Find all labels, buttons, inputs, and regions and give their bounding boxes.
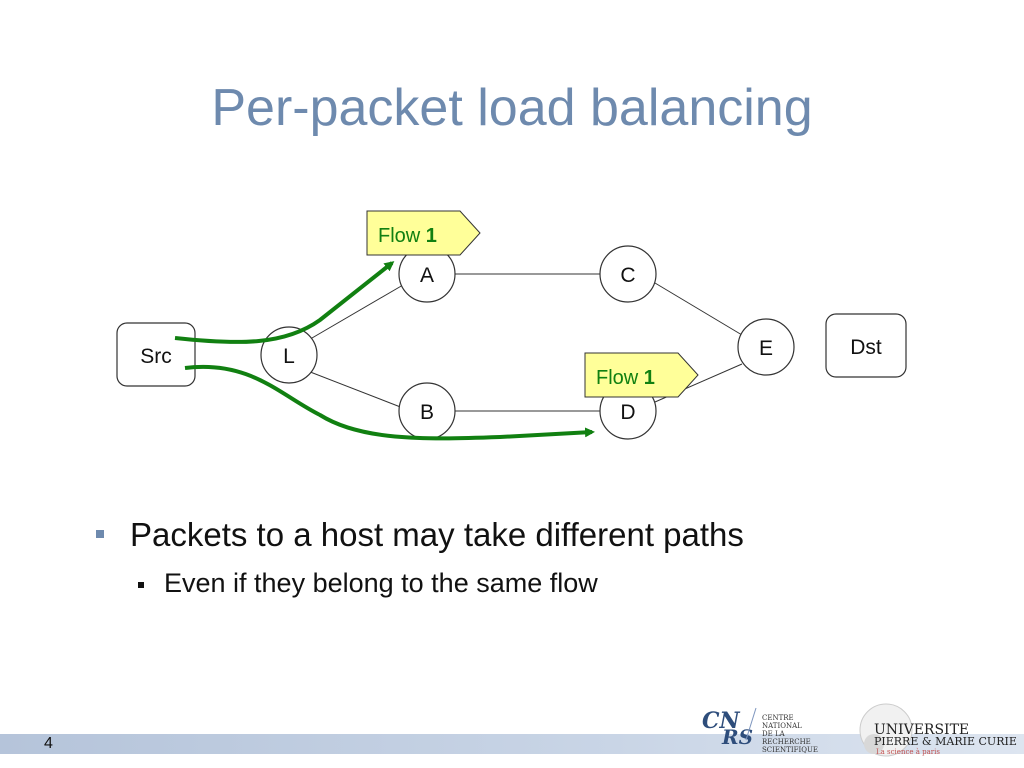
node-b: B [398, 382, 456, 440]
footer-bar [0, 734, 1024, 754]
cnrs-caption-line: CENTRE NATIONAL [762, 714, 802, 730]
bullet-square-icon [96, 530, 104, 538]
node-a: A [398, 245, 456, 303]
svg-text:Flow 1: Flow 1 [596, 367, 655, 389]
node-a-label: A [420, 264, 434, 287]
flow-tag-top: Flow 1 [366, 210, 481, 256]
upmc-line-2: PIERRE & MARIE CURIE [874, 735, 1017, 748]
slide-title: Per-packet load balancing [211, 79, 813, 137]
cnrs-caption-line: DE LA RECHERCHE [762, 730, 811, 746]
svg-text:Flow 1: Flow 1 [378, 225, 437, 247]
node-src-label: Src [140, 345, 172, 368]
flow-tag-bottom-label: Flow [596, 367, 644, 389]
node-src: Src [116, 322, 196, 387]
svg-text:RS: RS [721, 725, 753, 749]
bullet-level-1: Packets to a host may take different pat… [96, 516, 744, 554]
link-l-a [299, 284, 404, 346]
node-c-label: C [620, 264, 635, 287]
bullet-list: Packets to a host may take different pat… [96, 516, 744, 599]
upmc-line-1: UNIVERSITE [874, 722, 969, 738]
svg-text:CN: CN [702, 708, 741, 734]
node-e: E [737, 318, 795, 376]
flow-tag-top-label: Flow [378, 225, 426, 247]
bullet-level-2: Even if they belong to the same flow [96, 568, 744, 599]
flow-arrow-upper [174, 261, 395, 344]
cnrs-caption-line: SCIENTIFIQUE [762, 746, 818, 754]
node-e-label: E [759, 337, 773, 360]
node-d-label: D [620, 401, 635, 424]
flow-tag-bottom-number: 1 [644, 367, 655, 389]
node-dst-label: Dst [850, 336, 882, 359]
bullet-level-1-text: Packets to a host may take different pat… [130, 516, 744, 553]
node-l-label: L [283, 345, 295, 368]
flow-arrow-lower [184, 364, 595, 441]
bullet-level-2-text: Even if they belong to the same flow [164, 568, 598, 598]
flow-tag-top-number: 1 [426, 225, 437, 247]
node-c: C [599, 245, 657, 303]
network-diagram: Src L A B C D E Dst Flow 1 Flow [116, 210, 907, 441]
bullet-square-icon [138, 582, 144, 588]
page-number: 4 [44, 735, 53, 752]
cnrs-caption: CENTRE NATIONAL DE LA RECHERCHE SCIENTIF… [762, 714, 832, 754]
node-b-label: B [420, 401, 434, 424]
flow-tag-bottom: Flow 1 [584, 352, 699, 398]
cnrs-logo: CN RS [702, 707, 757, 749]
node-dst: Dst [825, 313, 907, 378]
node-l: L [260, 326, 318, 384]
upmc-line-3: La science à paris [876, 747, 940, 756]
link-l-b [299, 367, 404, 409]
link-c-e [654, 282, 743, 336]
network-links [299, 273, 743, 412]
upmc-logo: UNIVERSITE PIERRE & MARIE CURIE La scien… [859, 703, 1017, 757]
